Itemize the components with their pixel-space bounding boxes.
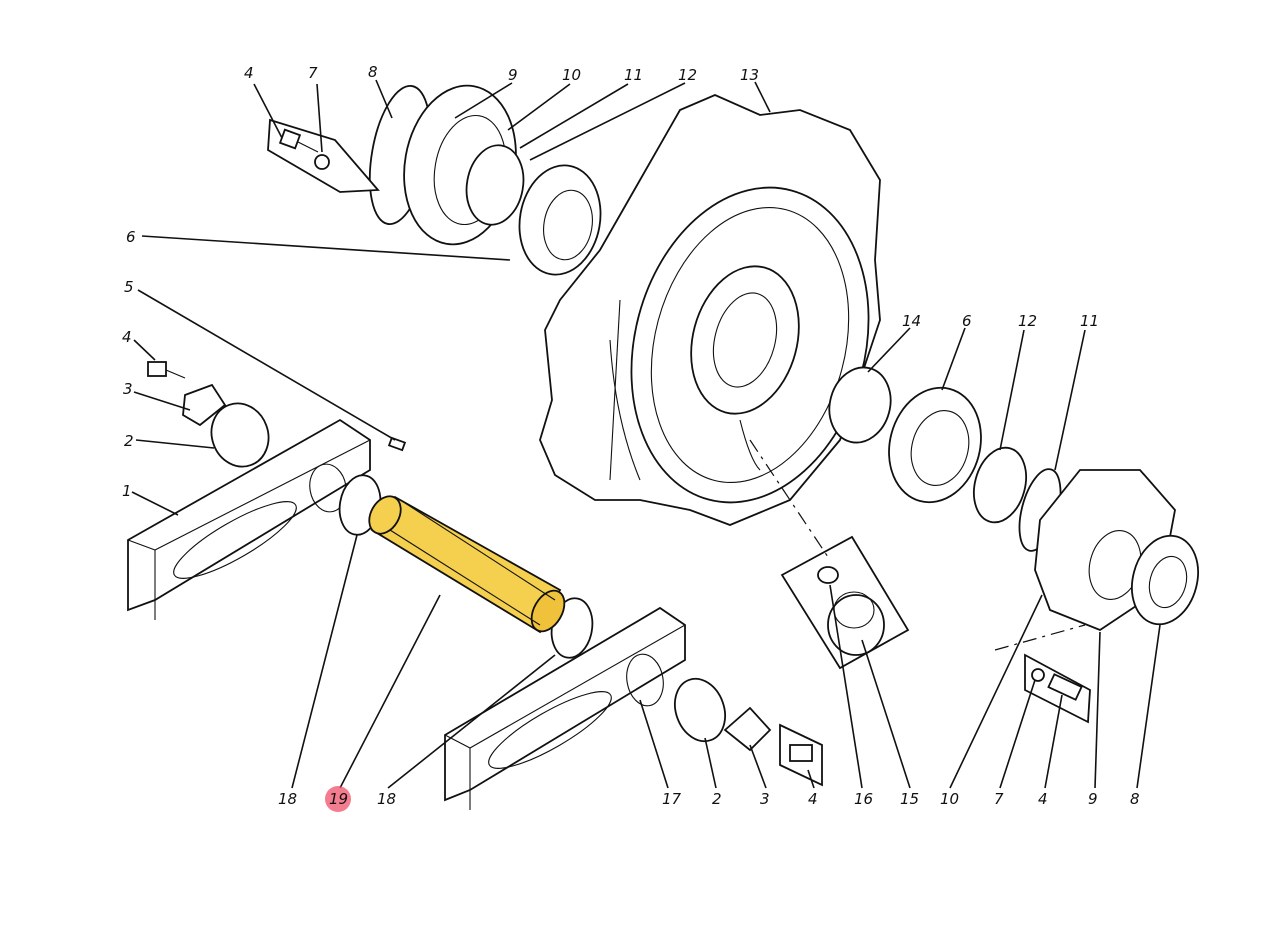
label-3-bottom: 3 xyxy=(760,790,770,808)
label-16-bottom: 16 xyxy=(854,790,873,808)
label-10-bottom: 10 xyxy=(940,790,959,808)
label-8-top: 8 xyxy=(368,63,378,81)
label-1-left: 1 xyxy=(122,482,132,500)
leader-lines xyxy=(131,79,1161,789)
link-plate-left[interactable] xyxy=(127,361,407,620)
label-19-bottom: 19 xyxy=(329,790,348,808)
label-4-bottom: 4 xyxy=(808,790,818,808)
bolt-plate-top[interactable] xyxy=(267,118,380,193)
label-9-top: 9 xyxy=(508,66,518,84)
label-12-right: 12 xyxy=(1018,312,1037,330)
axle-shaft-highlighted[interactable] xyxy=(363,491,571,637)
label-7-top: 7 xyxy=(308,64,318,82)
label-11-right: 11 xyxy=(1080,312,1099,330)
label-17-bottom: 17 xyxy=(662,790,682,808)
label-2-bottom: 2 xyxy=(712,790,722,808)
label-14-right: 14 xyxy=(902,312,921,330)
label-11-top: 11 xyxy=(624,66,643,84)
label-6-left: 6 xyxy=(126,228,136,246)
axis-line xyxy=(749,439,831,561)
label-13-top: 13 xyxy=(740,66,759,84)
label-8-bottom: 8 xyxy=(1130,790,1140,808)
label-15-bottom: 15 xyxy=(900,790,919,808)
label-3-left: 3 xyxy=(123,380,133,398)
plug-assembly[interactable] xyxy=(780,535,910,670)
label-9-bottom: 9 xyxy=(1088,790,1098,808)
label-10-top: 10 xyxy=(562,66,581,84)
label-12-top: 12 xyxy=(678,66,697,84)
label-18-bottom-b: 18 xyxy=(377,790,396,808)
right-stack[interactable] xyxy=(821,361,1207,632)
sprocket-hub[interactable] xyxy=(539,94,902,529)
highlight-marker-19 xyxy=(325,786,351,812)
bolt-plate-right[interactable] xyxy=(1024,653,1091,724)
cover-assembly-left[interactable] xyxy=(360,77,609,281)
part-labels: 4 7 8 9 10 11 12 13 6 5 4 3 2 1 14 6 12 … xyxy=(122,63,1140,812)
label-6-right: 6 xyxy=(962,312,972,330)
label-4-top: 4 xyxy=(244,64,254,82)
link-plate-right[interactable] xyxy=(444,606,823,810)
label-5-left: 5 xyxy=(124,278,134,296)
label-18-bottom-a: 18 xyxy=(278,790,297,808)
label-7-bottom: 7 xyxy=(994,790,1004,808)
label-2-left: 2 xyxy=(124,432,134,450)
label-4-left: 4 xyxy=(122,328,132,346)
label-4-bottom-right: 4 xyxy=(1038,790,1048,808)
axis-line-right xyxy=(994,624,1086,651)
